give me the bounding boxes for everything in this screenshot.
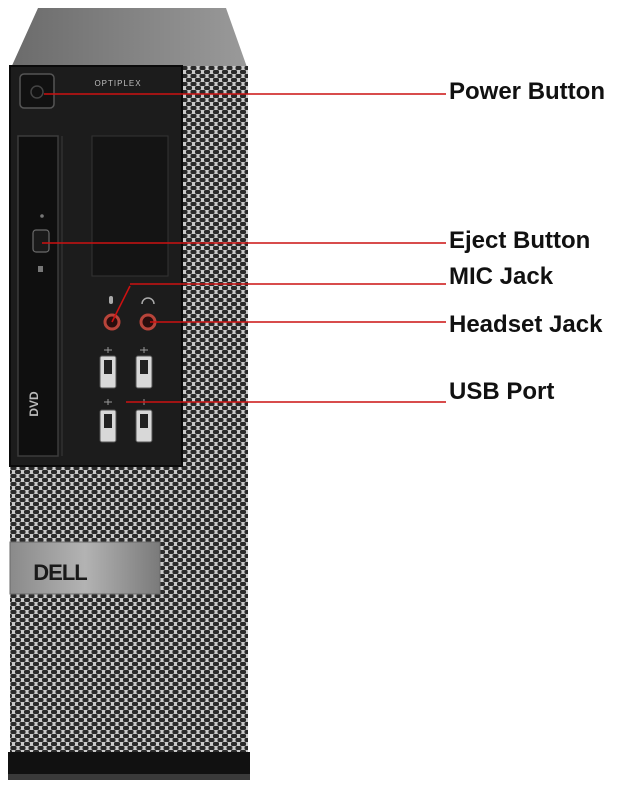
drive-activity-led xyxy=(40,214,44,218)
side-mesh-offset xyxy=(180,66,248,756)
microphone-icon xyxy=(109,296,113,304)
usb-port-tongue xyxy=(140,414,148,428)
power-button[interactable] xyxy=(19,73,55,109)
callout-eject-button: Eject Button xyxy=(449,227,591,254)
callout-power-button: Power Button xyxy=(449,78,605,105)
callout-usb-port: USB Port xyxy=(449,378,555,405)
callout-mic-jack: MIC Jack xyxy=(449,263,554,290)
eject-button[interactable] xyxy=(32,229,50,253)
headphone-icon xyxy=(141,297,155,305)
usb-port-tongue xyxy=(104,360,112,374)
chassis-top-face xyxy=(10,8,248,70)
blank-drive-bay xyxy=(91,135,169,277)
front-mesh-offset xyxy=(10,466,182,756)
leader-line-mic xyxy=(111,285,131,323)
power-icon xyxy=(30,85,44,99)
chassis-foot xyxy=(8,774,250,780)
dvd-logo-icon: DVD xyxy=(27,391,41,417)
drive-emergency-eject xyxy=(38,266,43,272)
callout-headset-jack: Headset Jack xyxy=(449,311,603,338)
svg-text:DVD: DVD xyxy=(27,391,41,417)
usb-port-tongue xyxy=(104,414,112,428)
chassis-base xyxy=(8,752,250,774)
model-badge: OPTIPLEX xyxy=(94,79,141,88)
brand-badge-plate xyxy=(9,541,161,595)
brand-logo: DELL xyxy=(33,560,87,585)
leader-lines xyxy=(42,93,446,403)
computer-chassis xyxy=(8,8,250,780)
usb-port-tongue xyxy=(140,360,148,374)
dvd-drive xyxy=(17,135,63,457)
